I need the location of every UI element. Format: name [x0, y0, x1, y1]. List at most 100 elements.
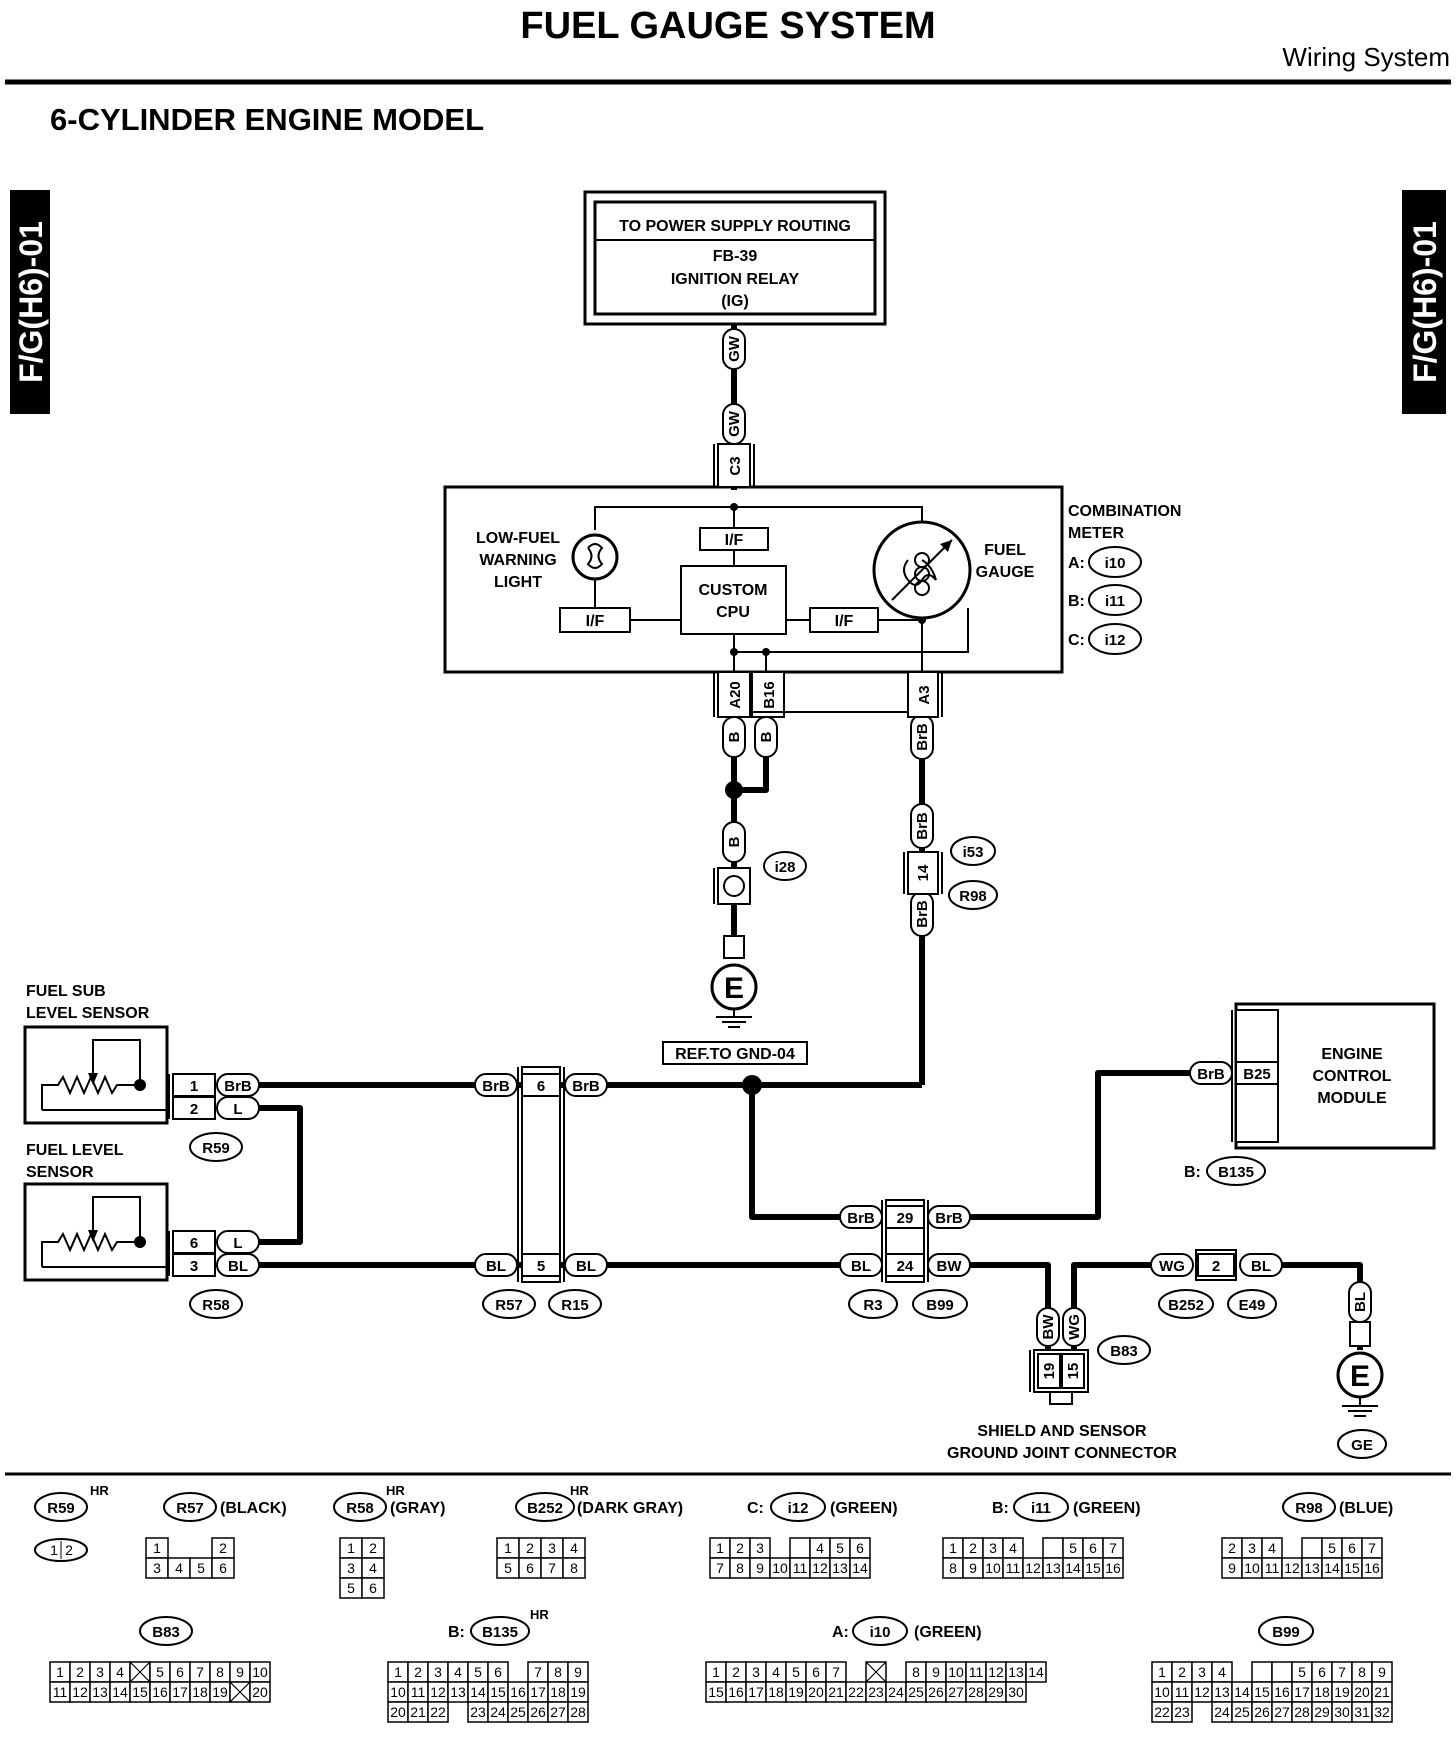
power-supply-box: TO POWER SUPPLY ROUTING FB-39 IGNITION R…: [583, 190, 887, 326]
connector-r57-r15: 6 5 R57 R15: [482, 1066, 602, 1319]
connector-pin-number: 14: [852, 1560, 868, 1576]
connector-pin-number: 7: [1338, 1664, 1346, 1680]
connector-pin-number: 28: [968, 1684, 984, 1700]
connector-pin-number: 7: [1109, 1540, 1117, 1556]
svg-text:BrB: BrB: [224, 1078, 252, 1095]
connector-pin-number: 14: [1065, 1560, 1081, 1576]
svg-text:WG: WG: [1159, 1258, 1185, 1275]
combination-meter: C3 LOW-FUEL WARNING LIGHT: [443, 443, 1181, 718]
connector-pin-number: 5: [504, 1560, 512, 1576]
svg-text:i12: i12: [1105, 632, 1126, 649]
svg-text:ENGINE: ENGINE: [1321, 1046, 1383, 1063]
connector-pin-number: 6: [219, 1560, 227, 1576]
connector-pin-number: 26: [1254, 1704, 1270, 1720]
svg-text:i11: i11: [1105, 593, 1125, 610]
wire-junction: [725, 781, 743, 799]
connector-pin-number: 15: [1085, 1560, 1101, 1576]
svg-text:B16: B16: [761, 681, 778, 709]
connector-pin-number: 25: [510, 1704, 526, 1720]
connector-pin-number: 13: [1214, 1684, 1230, 1700]
svg-text:BrB: BrB: [914, 812, 931, 840]
svg-text:SENSOR: SENSOR: [26, 1164, 94, 1181]
connector-pin-number: 15: [708, 1684, 724, 1700]
connector-pin-number: 27: [948, 1684, 964, 1700]
svg-text:R58: R58: [202, 1297, 230, 1314]
svg-text:BrB: BrB: [914, 900, 931, 928]
connector-pin-number: 3: [756, 1540, 764, 1556]
connector-pin-number: 1: [712, 1664, 720, 1680]
connector-pin-number: 26: [530, 1704, 546, 1720]
svg-text:BrB: BrB: [914, 723, 931, 751]
svg-text:FUEL SUB: FUEL SUB: [26, 983, 106, 1000]
svg-text:C3: C3: [727, 456, 744, 475]
connector-pin-number: 2: [526, 1540, 534, 1556]
svg-text:WG: WG: [1066, 1314, 1083, 1340]
svg-text:B:: B:: [1184, 1164, 1201, 1181]
svg-text:B135: B135: [482, 1624, 518, 1641]
svg-text:(GREEN): (GREEN): [830, 1500, 898, 1517]
connector-pin-number: 14: [1234, 1684, 1250, 1700]
svg-text:B99: B99: [1272, 1624, 1300, 1641]
svg-text:R98: R98: [1295, 1500, 1323, 1517]
connector-pin-number: 2: [1228, 1540, 1236, 1556]
svg-text:GE: GE: [1351, 1437, 1373, 1454]
svg-text:SHIELD AND SENSOR: SHIELD AND SENSOR: [977, 1423, 1147, 1440]
connector-pin-number: 4: [369, 1560, 377, 1576]
connector-pin-number: 4: [1009, 1540, 1017, 1556]
connector-pin-number: 4: [816, 1540, 824, 1556]
svg-text:BL: BL: [576, 1258, 596, 1275]
connector-pin-number: 12: [1284, 1560, 1300, 1576]
connector-pin-number: 3: [153, 1560, 161, 1576]
svg-text:BL: BL: [1251, 1258, 1271, 1275]
connector-pin-number: 13: [1008, 1664, 1024, 1680]
connector-pin-number: 19: [1334, 1684, 1350, 1700]
svg-text:REF.TO GND-04: REF.TO GND-04: [675, 1046, 795, 1063]
svg-text:A20: A20: [727, 681, 744, 709]
connector-pin-number: 4: [454, 1664, 462, 1680]
connector-pin: [562, 1557, 586, 1579]
connector-pin-number: 13: [832, 1560, 848, 1576]
connector-pin-number: 21: [828, 1684, 844, 1700]
connector-pin-number: 6: [176, 1664, 184, 1680]
svg-text:R59: R59: [202, 1140, 230, 1157]
connector-pin-number: 23: [1174, 1704, 1190, 1720]
connector-pin-number: 2: [1178, 1664, 1186, 1680]
connector-pin-number: 10: [1154, 1684, 1170, 1700]
connector-pin-number: 28: [1294, 1704, 1310, 1720]
connector-pin-number: 9: [969, 1560, 977, 1576]
svg-text:E: E: [724, 972, 744, 1005]
connector-pin-number: 4: [175, 1560, 183, 1576]
svg-text:B252: B252: [1168, 1297, 1204, 1314]
connector-pin-number: 12: [430, 1684, 446, 1700]
connector-pin-number: 6: [1089, 1540, 1097, 1556]
svg-text:(GREEN): (GREEN): [914, 1624, 982, 1641]
svg-text:i10: i10: [870, 1624, 891, 1641]
svg-text:i10: i10: [1105, 555, 1126, 572]
svg-text:19: 19: [1041, 1363, 1058, 1380]
connector-pin-number: 17: [1294, 1684, 1310, 1700]
connector-b252-e49: 2 B252 E49: [1158, 1249, 1277, 1319]
connector-pin-number: 3: [1198, 1664, 1206, 1680]
connector-pin: [1301, 1537, 1323, 1559]
svg-text:I/F: I/F: [835, 613, 854, 630]
svg-text:R98: R98: [959, 888, 987, 905]
fuel-level-sensor: FUEL LEVEL SENSOR 6 3 R58: [23, 1142, 243, 1319]
connector-pin: [1102, 1557, 1124, 1579]
svg-text:(GREEN): (GREEN): [1073, 1500, 1141, 1517]
svg-text:(BLUE): (BLUE): [1339, 1500, 1393, 1517]
connector-pin-number: 15: [1344, 1560, 1360, 1576]
connector-pin-number: 3: [347, 1560, 355, 1576]
svg-text:BW: BW: [937, 1258, 963, 1275]
connector-pin-number: 5: [197, 1560, 205, 1576]
connector-pin-number: 12: [1194, 1684, 1210, 1700]
svg-text:2: 2: [1212, 1258, 1220, 1275]
connector-pin-number: 1: [56, 1664, 64, 1680]
connector-pin-number: 2: [414, 1664, 422, 1680]
connector-pin-number: 9: [932, 1664, 940, 1680]
connector-pin-number: 5: [474, 1664, 482, 1680]
svg-text:C:: C:: [747, 1500, 764, 1517]
svg-text:(BLACK): (BLACK): [220, 1500, 287, 1517]
connector-pin: [211, 1557, 235, 1579]
svg-text:A:: A:: [1068, 555, 1085, 572]
